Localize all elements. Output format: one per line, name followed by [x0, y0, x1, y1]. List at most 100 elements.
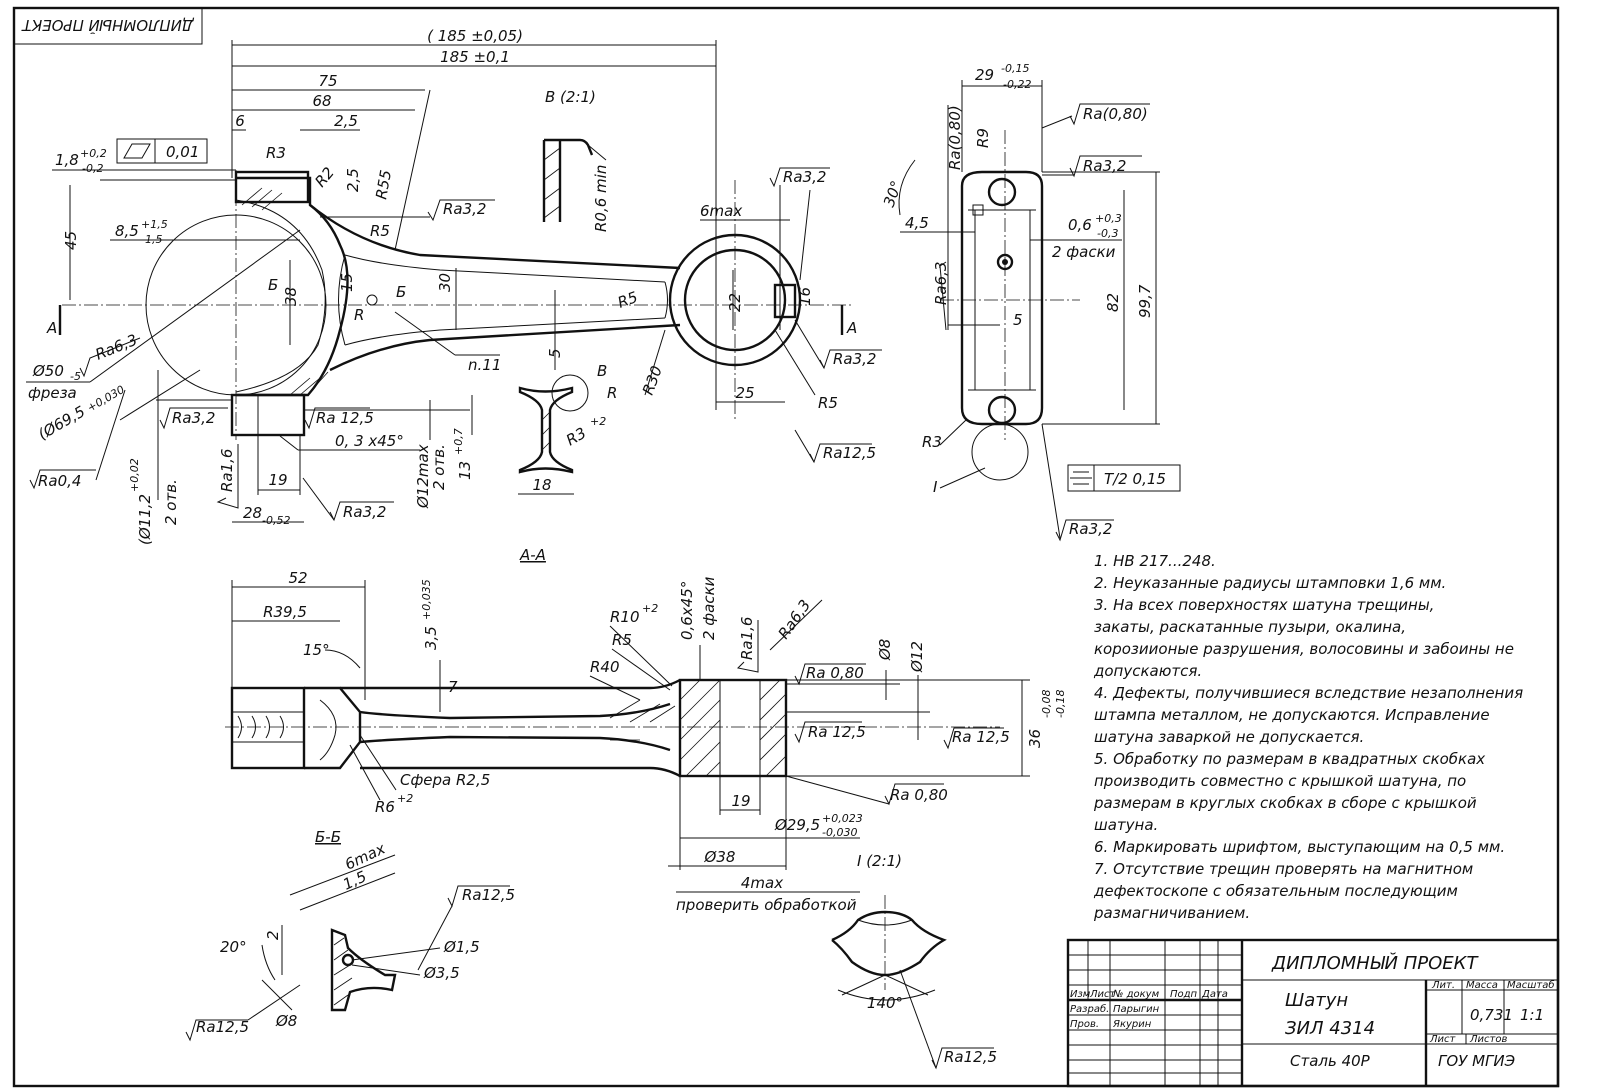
note-line: штампа металлом, не допускаются. Исправл…: [1094, 706, 1490, 724]
aa-chamfer: 0,6x45°: [678, 581, 696, 640]
note-line: допускаются.: [1093, 662, 1202, 680]
aa-dim-36-up: -0,08: [1040, 690, 1053, 718]
note-line: размерам в круглых скобках в сборе с кры…: [1093, 794, 1477, 812]
dim-6max: 6max: [700, 202, 742, 220]
dim-r5a: R5: [370, 222, 390, 240]
aa-dim-r40: R40: [590, 658, 620, 676]
section-aa-title: А-А: [519, 546, 546, 564]
bb-ra-12-5a: Ra12,5: [462, 886, 515, 904]
stamp-box: [13, 7, 203, 45]
tb-podp: Подп: [1170, 989, 1198, 1000]
flatness-value: 0,01: [166, 143, 199, 161]
side-dim-r9: R9: [974, 128, 992, 148]
note-line: закаты, раскатанные пузыри, окалина,: [1094, 618, 1406, 636]
aa-dim-19: 19: [731, 792, 750, 810]
stamp-text: ДИПЛОМНЫЙ ПРОЕКТ: [21, 16, 195, 35]
side-fask: 2 фаски: [1052, 243, 1116, 261]
ra-3-2-small-end-top: Ra3,2: [783, 168, 826, 186]
holes-2a: 2 отв.: [430, 444, 448, 490]
aa-dim-r6-tol: +2: [397, 792, 413, 805]
sheet-frame: [12, 6, 1560, 1088]
aa-dim-d8: Ø8: [876, 639, 894, 661]
note-line: 5. Обработку по размерам в квадратных ск…: [1094, 750, 1485, 768]
aa-dim-36-dn: -0,18: [1054, 690, 1067, 718]
dim-d69-5: (Ø69,5: [35, 402, 88, 443]
detail-i-circle: [971, 423, 1029, 481]
dim-2-5b: 2,5: [344, 168, 362, 192]
dim-6: 6: [235, 112, 245, 130]
dim-30: 30: [436, 273, 454, 292]
dim-2-5: 2,5: [334, 112, 358, 130]
dim-r5b: R5: [615, 288, 640, 312]
tb-prov: Пров.: [1070, 1019, 1099, 1030]
note-line: производить совместно с крышкой шатуна, …: [1094, 772, 1466, 790]
title-block: Изм Лист № докум Подп Дата Разраб. Парыг…: [1066, 938, 1560, 1088]
note-line: 2. Неуказанные радиусы штамповки 1,6 мм.: [1094, 574, 1446, 592]
side-view-outline: [960, 170, 1044, 426]
flatness-frame: [116, 138, 208, 164]
rod-shank-bottom: [329, 323, 681, 372]
holes-2b: 2 отв.: [162, 479, 180, 525]
view-i-title: I (2:1): [857, 852, 902, 870]
side-dim-29-up: -0,15: [1001, 62, 1029, 75]
view-i: I (2:1) 140° Ra12,5: [831, 852, 997, 1070]
dim-16: 16: [796, 287, 814, 306]
aa-sfera: Сфера R2,5: [400, 771, 490, 789]
dim-d50: Ø50: [32, 362, 64, 380]
tb-list: Лист: [1089, 989, 1117, 1000]
side-dim-29: 29: [975, 66, 994, 84]
ra-3-2-shank: Ra3,2: [443, 200, 486, 218]
dim-1-8-lower: -0,2: [82, 162, 103, 175]
tb-project: ДИПЛОМНЫЙ ПРОЕКТ: [1271, 952, 1479, 974]
tb-sheets: Листов: [1469, 1034, 1507, 1045]
dim-r5c: R5: [818, 394, 838, 412]
ra-6-3-bore: Ra6,3: [93, 331, 140, 364]
detail-b-circle: [551, 374, 589, 412]
tb-izm: Изм: [1070, 989, 1091, 1000]
dim-d12: Ø12max: [414, 444, 432, 509]
tb-model: ЗИЛ 4314: [1285, 1018, 1375, 1039]
dim-r3-tol: R3: [563, 424, 589, 450]
note-line: 6. Маркировать шрифтом, выступающим на 0…: [1094, 838, 1505, 856]
note-line: 1. НВ 217...248.: [1094, 552, 1216, 570]
dim-13: 13: [456, 461, 474, 480]
dim-r0-6min: R0,6 min: [592, 165, 610, 232]
detail-b-letter: В: [597, 362, 607, 380]
aa-dim-d29-5-dn: -0,030: [822, 826, 857, 839]
bb-profile: [330, 928, 397, 1012]
freza-label: фреза: [28, 384, 77, 402]
side-ra-0-80: Ra(0,80): [1083, 105, 1148, 123]
side-dim-5: 5: [1013, 311, 1023, 329]
main-view: ( 185 ±0,05) 185 ±0,1 75 68 6 2,5 1,8 +0…: [26, 27, 882, 545]
side-view: 29 -0,15 -0,22 Ra(0,80) Ra(0,80) R9 Ra3,…: [880, 62, 1181, 542]
aa-fask: 2 фаски: [700, 576, 718, 640]
note-line: дефектоскопе с обязательным последующим: [1093, 882, 1458, 900]
tb-prov-name: Якурин: [1112, 1019, 1152, 1030]
aa-ra-0-80: Ra 0,80: [806, 664, 864, 682]
flatness-icon: [123, 143, 151, 159]
bb-ra-12-5b: Ra12,5: [196, 1018, 249, 1036]
dim-d50-tol: -5: [70, 370, 81, 383]
aa-shank: [340, 678, 681, 778]
dim-38: 38: [282, 287, 300, 306]
dim-28: 28: [243, 504, 262, 522]
ra-3-2-boss: Ra3,2: [172, 409, 215, 427]
dim-d11-2: (Ø11,2: [136, 494, 154, 545]
ra-3-2-small-end-bottom: Ra3,2: [833, 350, 876, 368]
symmetry-icon: [1070, 471, 1092, 485]
ra-0-4: Ra0,4: [38, 472, 81, 490]
side-ra-3-2-b: Ra3,2: [1069, 520, 1112, 538]
i-beam-section: [518, 386, 574, 474]
view-i-angle: 140°: [867, 994, 903, 1012]
symmetry-value: T/2 0,15: [1104, 470, 1166, 488]
ra-12-5-small-end: Ra12,5: [823, 444, 876, 462]
tb-razrab: Разраб.: [1070, 1003, 1109, 1015]
dim-18: 18: [532, 476, 551, 494]
tb-material: Сталь 40Р: [1290, 1052, 1371, 1070]
aa-dim-r6: R6: [375, 798, 395, 816]
section-mark-b1: Б: [268, 276, 278, 294]
tb-doc: № докум: [1112, 989, 1160, 1000]
oil-boss: [773, 283, 797, 319]
aa-dim-15deg: 15°: [303, 641, 330, 659]
tb-masshtab: Масштаб: [1507, 979, 1555, 991]
